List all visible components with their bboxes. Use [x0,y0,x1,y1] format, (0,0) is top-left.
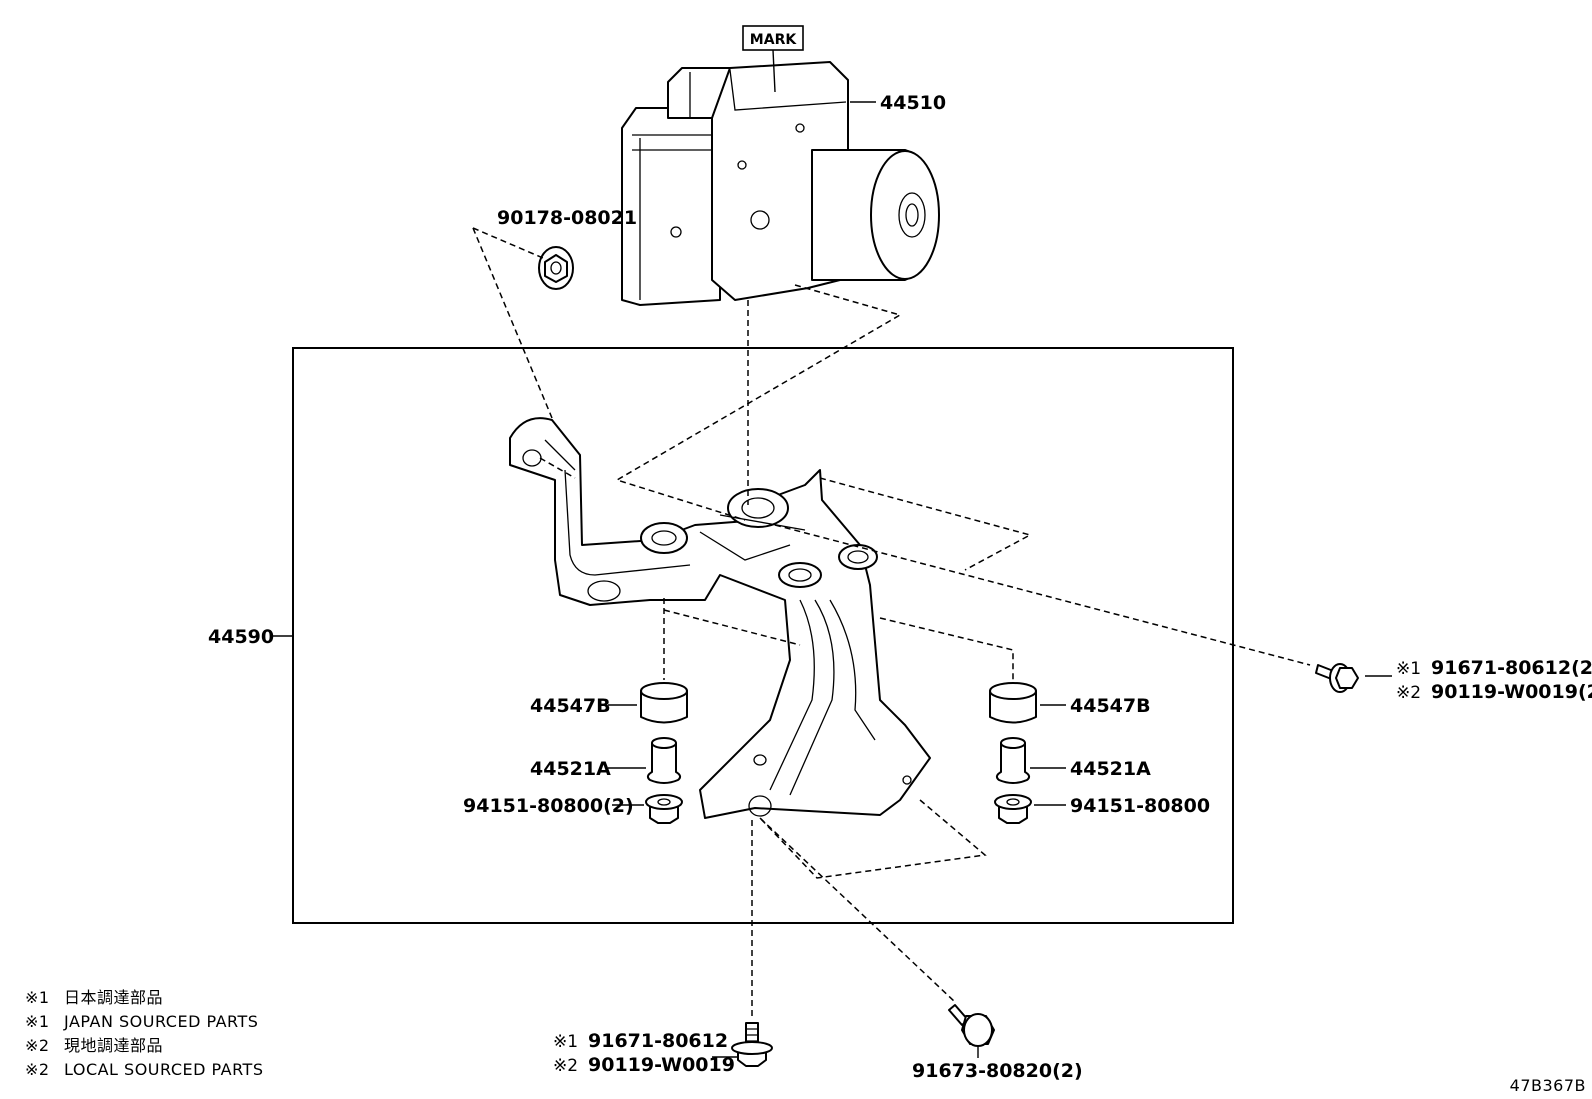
collar-right-icon [995,737,1031,784]
note1-symbol-right: ※1 [1396,659,1421,679]
label-bolt-bottom-1: 91671-80612 [588,1030,728,1052]
label-bolt-bottom-2: 90119-W0019 [588,1054,735,1076]
legend-text-2: JAPAN SOURCED PARTS [63,1012,258,1031]
label-bolt-right-2: 90119-W0019(2) [1431,681,1592,703]
mark-label: MARK [750,32,798,48]
bolt-right-icon [1315,663,1359,693]
label-nut-left: 94151-80800(2) [463,795,634,817]
label-bolt-bottom-right: 91673-80820(2) [912,1060,1083,1082]
legend-text-1: 日本調達部品 [64,988,163,1007]
figure-code: 47B367B [1510,1076,1586,1095]
bracket-drawing [509,417,931,819]
legend-text-4: LOCAL SOURCED PARTS [64,1060,263,1079]
legend-symbol-3: ※2 [25,1036,50,1055]
label-bolt-right-1: 91671-80612(2) [1431,657,1592,679]
cushion-left-icon [640,682,688,724]
nut-right-icon [994,794,1032,824]
legend-symbol-2: ※1 [25,1012,50,1031]
legend-symbol-1: ※1 [25,988,50,1007]
mark-callout-box [742,25,804,51]
label-cushion-right: 44547B [1070,695,1151,717]
cushion-right-icon [989,682,1037,724]
nut-left-icon [645,794,683,824]
flange-nut-top-icon [538,246,574,290]
label-bracket-nut: 90178-08021 [497,207,637,229]
label-cushion-left: 44547B [530,695,611,717]
bolt-bottom-right-icon [948,1004,995,1047]
abs-actuator-drawing [621,61,940,306]
label-actuator: 44510 [880,92,946,114]
note1-symbol-bottom: ※1 [553,1032,578,1052]
label-nut-right: 94151-80800 [1070,795,1210,817]
assembly-dashed-lines [472,227,1311,1020]
legend-symbol-4: ※2 [25,1060,50,1079]
label-bracket-assy: 44590 [208,626,274,648]
collar-left-icon [646,737,682,784]
note2-symbol-right: ※2 [1396,683,1421,703]
label-collar-left: 44521A [530,758,611,780]
label-collar-right: 44521A [1070,758,1151,780]
legend-text-3: 現地調達部品 [64,1036,163,1055]
note2-symbol-bottom: ※2 [553,1056,578,1076]
bolt-bottom-icon [731,1022,773,1067]
